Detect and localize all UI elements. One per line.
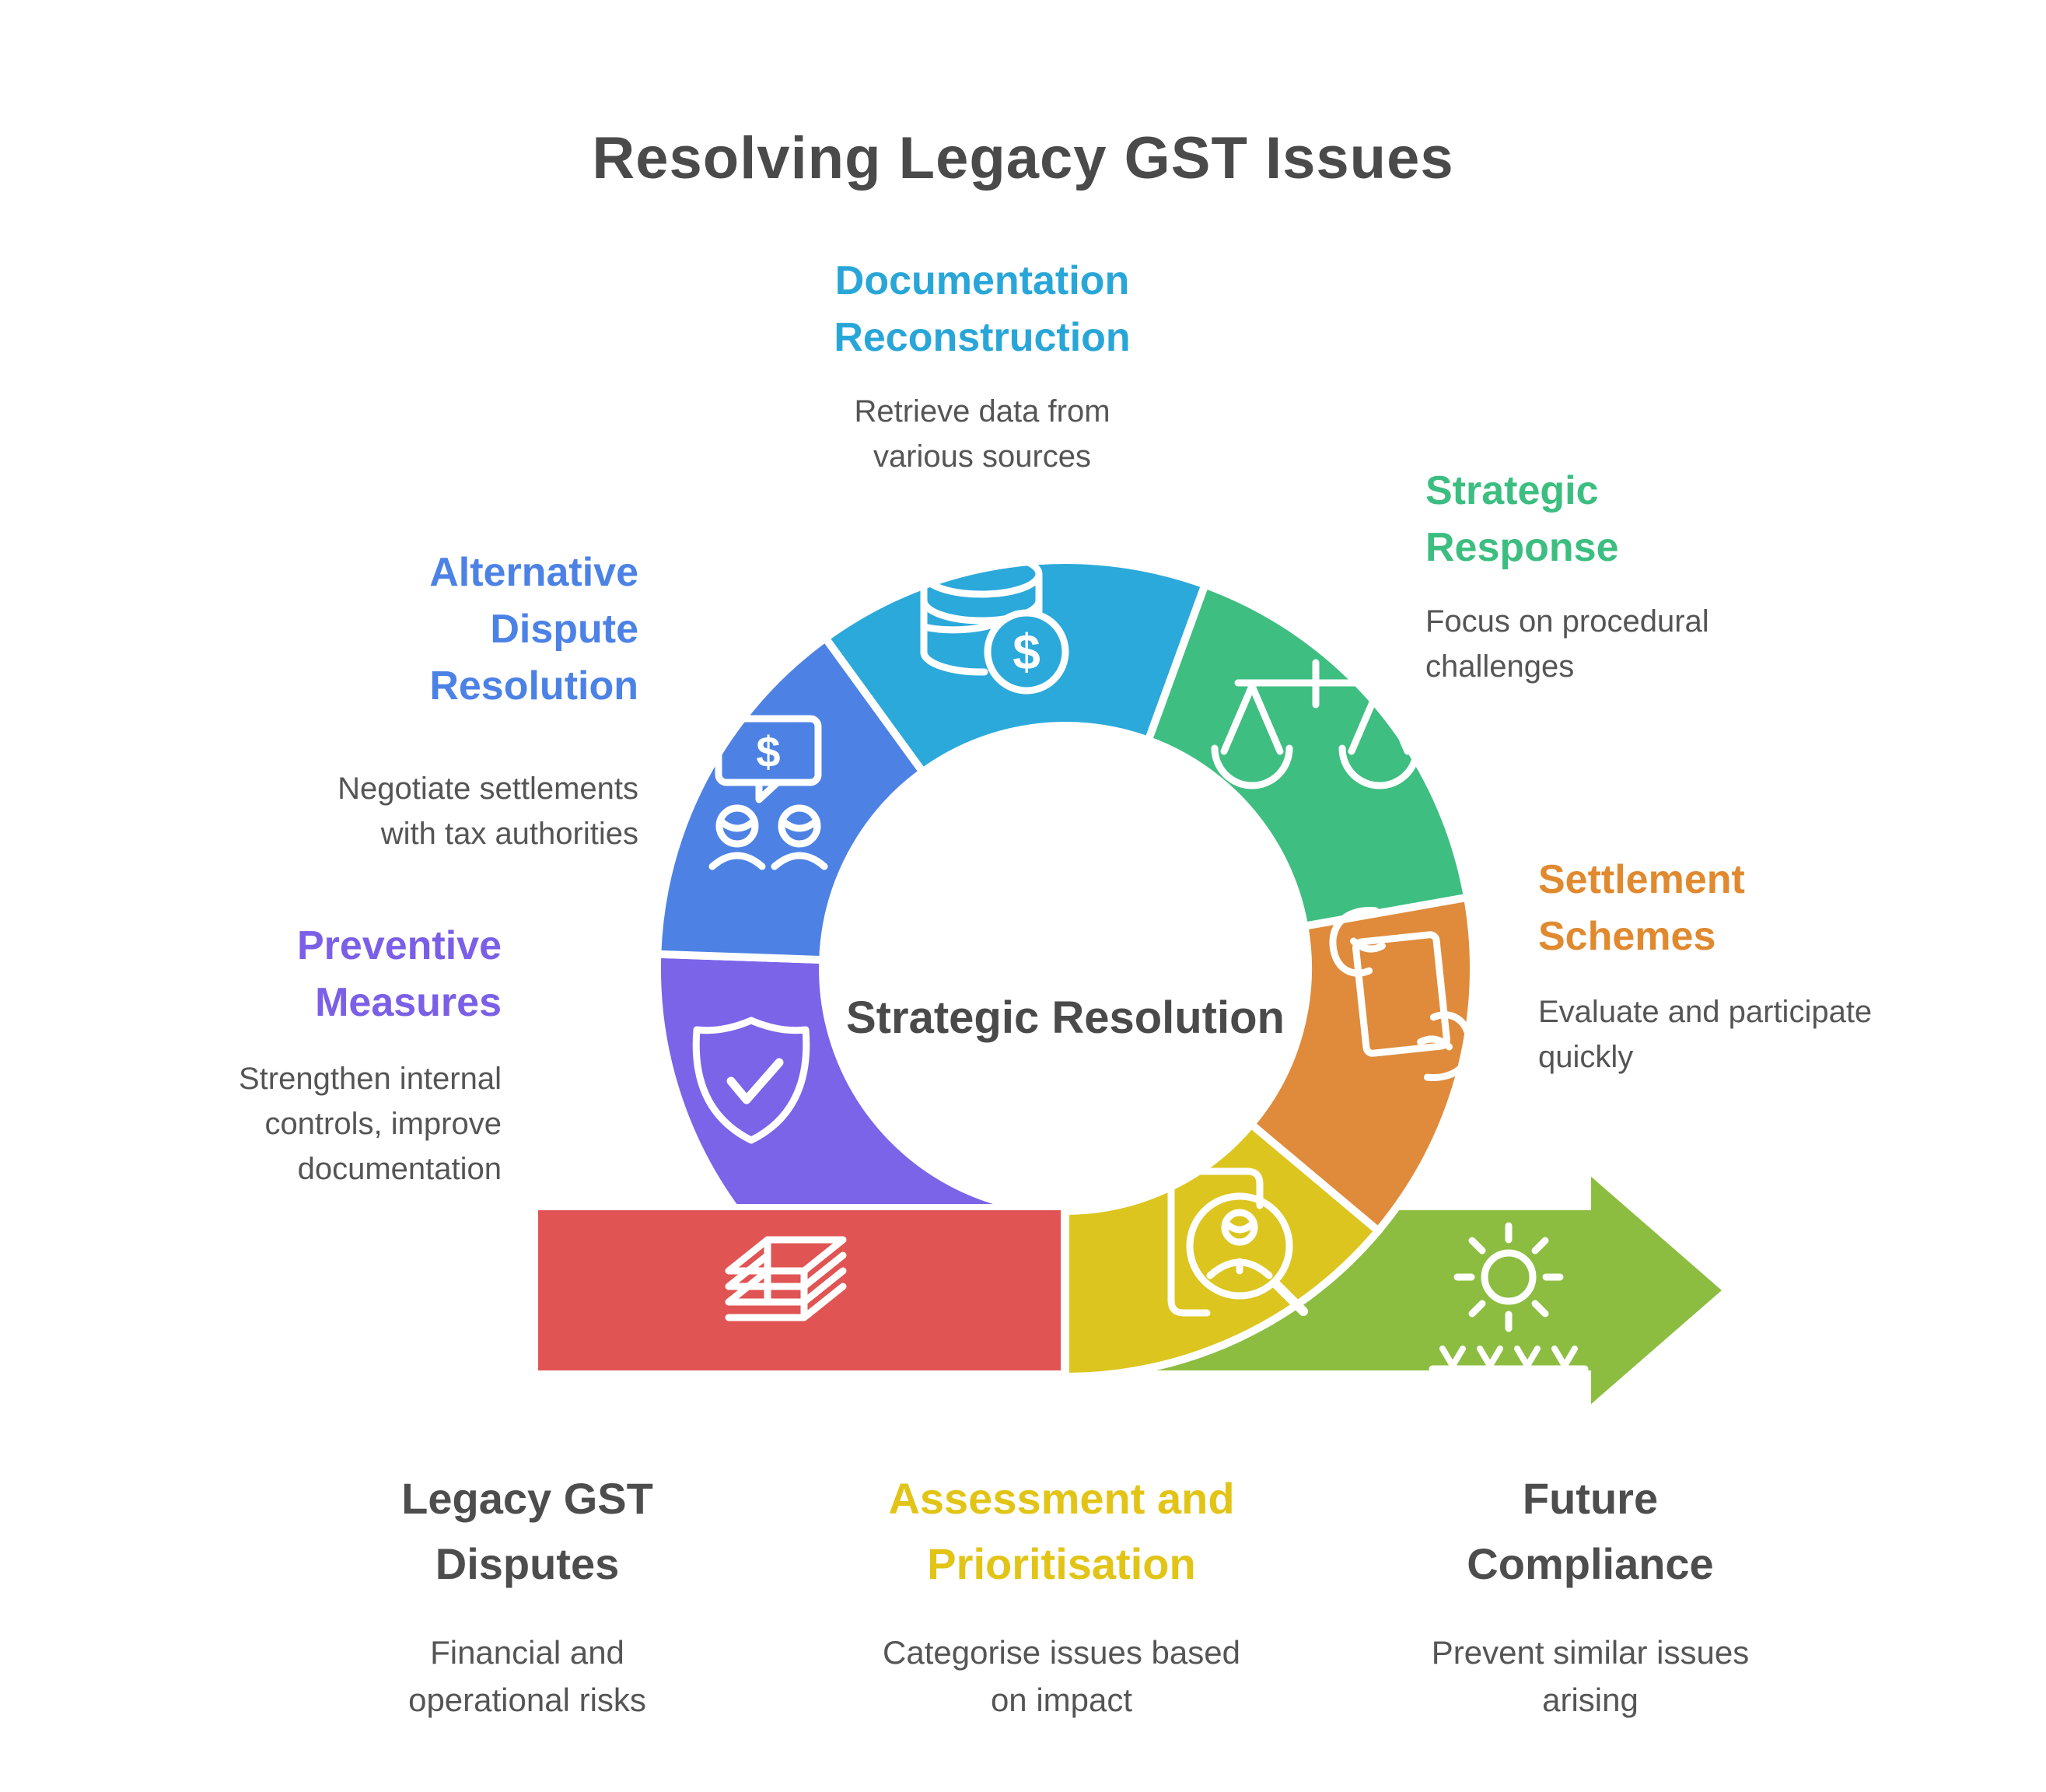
negotiation-people-icon: $: [708, 715, 828, 870]
banknotes-icon: [725, 1236, 847, 1321]
ring-segment-strategic-response: [1143, 579, 1472, 931]
desc-settlement-schemes: Evaluate and participate quickly: [1538, 995, 1873, 1074]
heading-alternative-dispute-resolution: Alternative Dispute Resolution: [429, 550, 638, 709]
desc-future-compliance: Prevent similar issues arising: [1431, 1634, 1750, 1718]
legacy-disputes-band: [532, 1204, 1067, 1377]
ring-center-label: Strategic Resolution: [846, 992, 1285, 1043]
desc-alternative-dispute-resolution: Negotiate settlements with tax authoriti…: [338, 772, 638, 851]
ring-segment-alternative-dispute-resolution: [653, 632, 929, 964]
heading-future-compliance: Future Compliance: [1467, 1474, 1714, 1588]
hands-document-icon: [1329, 907, 1474, 1081]
heading-strategic-response: Strategic Response: [1425, 468, 1619, 570]
ring-segment-settlement-schemes: [1245, 893, 1478, 1237]
desc-legacy-gst-disputes: Financial and operational risks: [408, 1634, 646, 1718]
scales-icon: [1211, 659, 1421, 789]
desc-strategic-response: Focus on procedural challenges: [1425, 604, 1709, 684]
heading-documentation-reconstruction: Documentation Reconstruction: [834, 258, 1131, 360]
dollar-glyph: $: [1013, 624, 1040, 680]
heading-preventive-measures: Preventive Measures: [296, 923, 502, 1025]
desc-preventive-measures: Strengthen internal controls, improve do…: [238, 1062, 502, 1186]
shield-check-icon: [692, 1017, 810, 1144]
dollar-circle: [984, 609, 1069, 695]
document-person-magnifier-icon: [1167, 1167, 1308, 1317]
desc-assessment-prioritisation: Categorise issues based on impact: [883, 1634, 1240, 1718]
desc-documentation-reconstruction: Retrieve data from various sources: [854, 394, 1110, 474]
page-title: Resolving Legacy GST Issues: [592, 125, 1454, 191]
sun-sprouts-icon: [1429, 1222, 1589, 1373]
heading-settlement-schemes: Settlement Schemes: [1538, 857, 1745, 959]
heading-legacy-gst-disputes: Legacy GST Disputes: [401, 1474, 653, 1588]
heading-assessment-prioritisation: Assessment and Prioritisation: [888, 1474, 1235, 1588]
ring-front-segments: [653, 556, 1478, 1381]
bubble-dollar-glyph: $: [756, 727, 780, 776]
database-dollar-icon: $: [920, 550, 1069, 695]
